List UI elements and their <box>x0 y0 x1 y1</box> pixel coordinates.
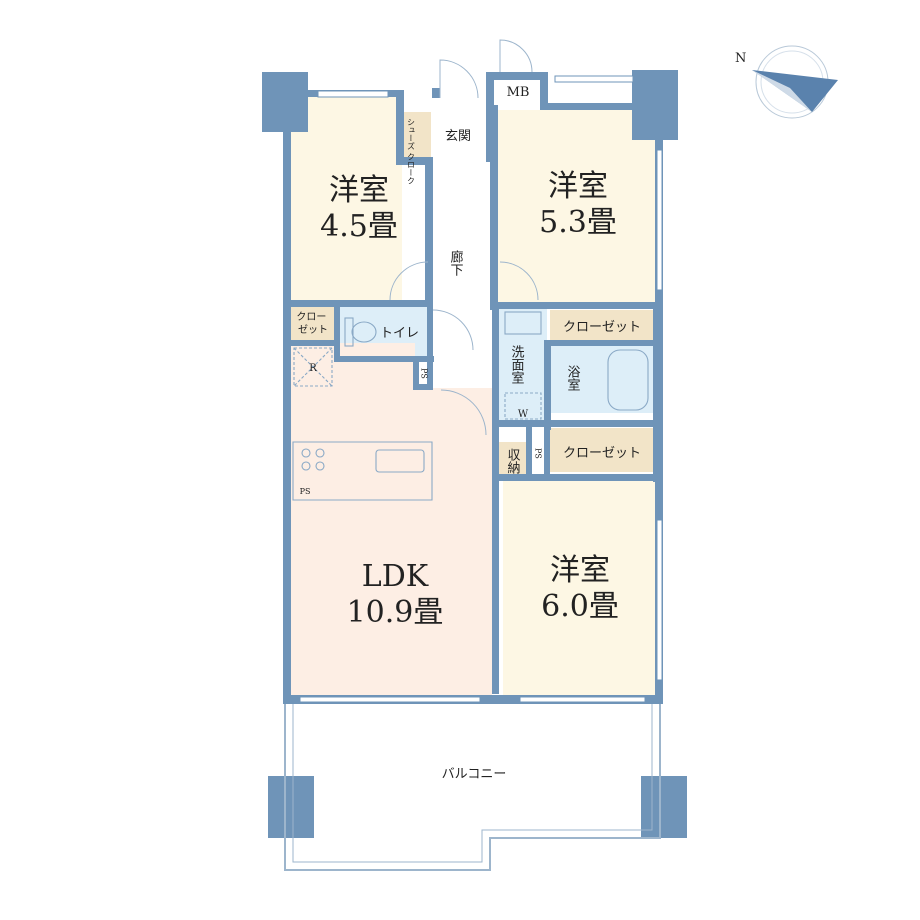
stove-burner-icon <box>315 461 325 471</box>
stove-burner-icon <box>315 448 325 458</box>
entrance-label: 玄関 <box>445 129 471 144</box>
ldk-name: LDK <box>362 559 429 594</box>
closet-small-label-text: クロー <box>296 311 326 323</box>
entrance-floor <box>432 97 494 165</box>
closet-small-label: クロー ゼット <box>296 311 329 336</box>
western-room-2-area: 5.3畳 <box>539 205 617 240</box>
compass-north-label: N <box>735 51 746 66</box>
western-room-1-area: 4.5畳 <box>320 209 398 244</box>
ps-label-storage: PS <box>534 448 543 459</box>
door-swings <box>389 39 539 436</box>
western-room-3-name: 洋室 <box>550 553 610 588</box>
washroom-floor <box>499 307 547 422</box>
shoe-closet-label: シューズ クローク <box>407 118 416 185</box>
mb-label: MB <box>507 85 530 100</box>
shoe-closet-floor <box>403 112 431 164</box>
western-room-3-area: 6.0畳 <box>541 589 619 624</box>
compass-icon <box>752 45 838 119</box>
kitchen-counter <box>292 441 433 501</box>
kitchen-sink-icon <box>375 449 425 473</box>
bath-label: 浴室 <box>565 365 581 391</box>
stove-burner-icon <box>301 448 311 458</box>
closet-lower-floor <box>550 428 653 472</box>
bathtub-icon <box>607 349 649 411</box>
hallway-label: 廊下 <box>448 249 464 276</box>
windows <box>299 75 663 703</box>
western-room-3-floor <box>503 480 656 695</box>
vanity-sink-icon <box>504 311 542 335</box>
washer-space <box>504 392 542 420</box>
washroom-label: 洗面室 <box>509 345 525 384</box>
western-room-1-floor <box>290 97 402 302</box>
ldk-floor <box>291 343 492 695</box>
toilet-tank <box>344 317 354 347</box>
closet-upper-floor <box>550 310 653 342</box>
western-room-1-name: 洋室 <box>329 173 389 208</box>
toilet-bowl-icon <box>351 321 377 343</box>
ldk-area: 10.9畳 <box>347 595 444 630</box>
ps-label-toilet: PS <box>420 368 429 379</box>
balcony-label: バルコニー <box>442 767 507 782</box>
closet-small-label-line: ゼット <box>298 324 328 336</box>
balcony-outline <box>284 704 661 871</box>
refrigerator-label: R <box>309 363 317 374</box>
bath-floor <box>550 345 653 413</box>
storage-floor <box>499 442 526 477</box>
storage-label: 収納 <box>505 448 521 475</box>
hallway-floor <box>432 165 494 385</box>
ps-label-kitchen: PS <box>300 487 311 496</box>
washer-label: W <box>518 409 529 420</box>
toilet-label: トイレ <box>380 326 419 341</box>
closet-lower-label: クローゼット <box>563 446 641 461</box>
closet-upper-label: クローゼット <box>563 320 641 335</box>
stove-burner-icon <box>301 461 311 471</box>
closet-small-floor <box>291 307 335 343</box>
western-room-2-name: 洋室 <box>548 169 608 204</box>
refrigerator-space <box>293 347 333 387</box>
